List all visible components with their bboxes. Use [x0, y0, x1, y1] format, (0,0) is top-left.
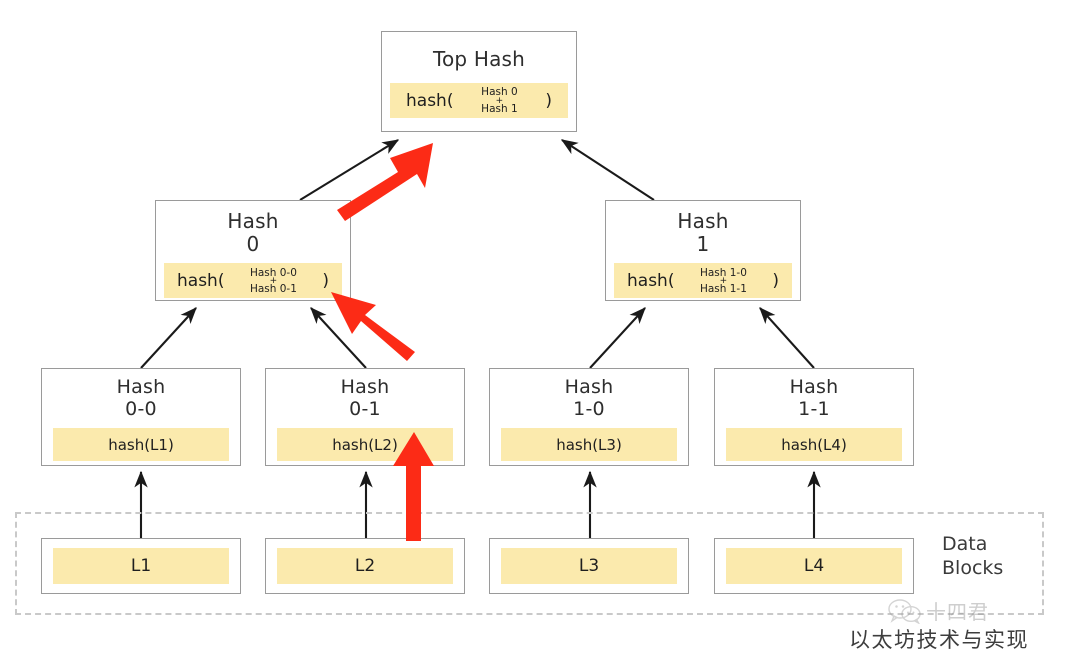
- hash-arg-bottom: Hash 1: [481, 102, 518, 115]
- hash-arg-plus: +: [269, 275, 278, 286]
- hash-prefix: hash(: [627, 270, 675, 291]
- hash-prefix: hash(: [406, 90, 454, 111]
- hash-0-title: Hash 0: [227, 209, 279, 257]
- hash-1-expression: hash( Hash 1-0 + Hash 1-1 ): [614, 263, 792, 299]
- hash-0-expression: hash( Hash 0-0 + Hash 0-1 ): [164, 263, 342, 299]
- hash-suffix: ): [545, 90, 552, 111]
- data-block-l4[interactable]: L4: [714, 538, 914, 594]
- node-hash-0[interactable]: Hash 0 hash( Hash 0-0 + Hash 0-1 ): [155, 200, 351, 301]
- red-arrow-hash01-to-hash0: [331, 292, 415, 361]
- hash-prefix: hash(: [177, 270, 225, 291]
- node-hash-0-1[interactable]: Hash 0-1 hash(L2): [265, 368, 465, 466]
- edge-hash0-to-top: [299, 139, 400, 201]
- edge-hash1-to-top: [560, 139, 655, 201]
- data-block-l2-label: L2: [277, 548, 453, 584]
- node-hash-1[interactable]: Hash 1 hash( Hash 1-0 + Hash 1-1 ): [605, 200, 801, 301]
- edge-hash00-to-hash0: [140, 307, 197, 369]
- node-hash-0-0[interactable]: Hash 0-0 hash(L1): [41, 368, 241, 466]
- top-hash-title: Top Hash: [432, 47, 526, 71]
- data-block-l2[interactable]: L2: [265, 538, 465, 594]
- hash-suffix: ): [322, 270, 329, 291]
- data-block-l1[interactable]: L1: [41, 538, 241, 594]
- hash-arg-bottom: Hash 1-1: [699, 283, 747, 296]
- hash-arg-top: Hash 0: [481, 86, 518, 99]
- data-blocks-region: [15, 512, 1044, 615]
- data-block-l3-label: L3: [501, 548, 677, 584]
- hash-arg-bottom: Hash 0-1: [249, 283, 297, 296]
- hash-0-0-expression: hash(L1): [53, 428, 229, 462]
- hash-arg-top: Hash 1-0: [699, 266, 747, 279]
- hash-arg-plus: +: [719, 275, 728, 286]
- data-block-l4-label: L4: [726, 548, 902, 584]
- hash-0-1-title: Hash 0-1: [340, 376, 390, 421]
- hash-0-1-expression: hash(L2): [277, 428, 453, 462]
- watermark: 十四君: [888, 596, 989, 625]
- edge-hash11-to-hash1: [759, 307, 815, 369]
- node-hash-1-1[interactable]: Hash 1-1 hash(L4): [714, 368, 914, 466]
- node-top-hash[interactable]: Top Hash hash( Hash 0 + Hash 1 ): [381, 31, 577, 132]
- hash-arg-plus: +: [495, 95, 504, 106]
- hash-arguments: Hash 1-0 + Hash 1-1: [700, 267, 747, 295]
- red-arrow-hash0-to-top: [337, 143, 433, 221]
- hash-1-0-expression: hash(L3): [501, 428, 677, 462]
- top-hash-expression: hash( Hash 0 + Hash 1 ): [390, 83, 568, 119]
- hash-arguments: Hash 0 + Hash 1: [481, 86, 517, 114]
- hash-1-title: Hash 1: [677, 209, 729, 257]
- data-block-l3[interactable]: L3: [489, 538, 689, 594]
- data-blocks-label: Data Blocks: [942, 533, 1004, 579]
- wechat-logo-icon: [888, 598, 921, 624]
- hash-suffix: ): [772, 270, 779, 291]
- hash-arg-top: Hash 0-0: [249, 266, 297, 279]
- node-hash-1-0[interactable]: Hash 1-0 hash(L3): [489, 368, 689, 466]
- hash-1-0-title: Hash 1-0: [564, 376, 614, 421]
- hash-arguments: Hash 0-0 + Hash 0-1: [250, 267, 297, 295]
- edge-hash10-to-hash1: [589, 307, 646, 369]
- brand-footer-text: 以太坊技术与实现: [849, 628, 1029, 652]
- hash-0-0-title: Hash 0-0: [116, 376, 166, 421]
- data-block-l1-label: L1: [53, 548, 229, 584]
- watermark-account-name: 十四君: [926, 600, 989, 624]
- hash-1-1-title: Hash 1-1: [789, 376, 839, 421]
- edge-hash01-to-hash0: [310, 307, 367, 369]
- hash-1-1-expression: hash(L4): [726, 428, 902, 462]
